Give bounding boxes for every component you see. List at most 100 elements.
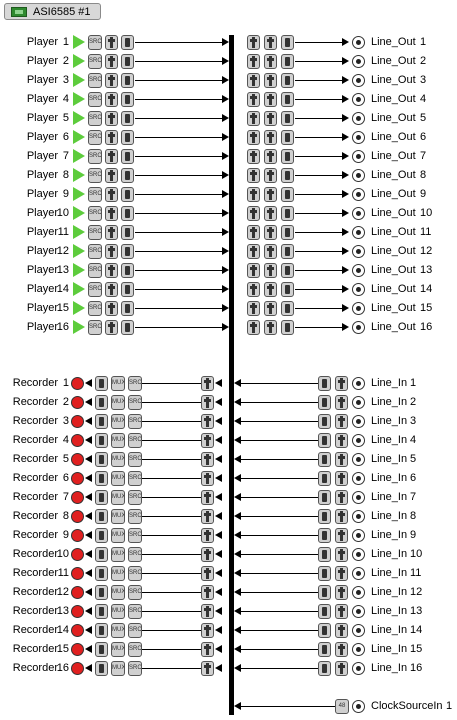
record-button[interactable]: [71, 605, 84, 618]
volume-button[interactable]: [105, 130, 118, 145]
volume-button[interactable]: [105, 244, 118, 259]
input-meter-button[interactable]: [318, 395, 331, 410]
line-out-port-icon[interactable]: [352, 245, 365, 258]
record-button[interactable]: [71, 548, 84, 561]
record-button[interactable]: [71, 529, 84, 542]
play-button[interactable]: [72, 301, 87, 316]
output-level-button[interactable]: [264, 282, 277, 297]
record-volume-button[interactable]: [201, 642, 214, 657]
input-level-button[interactable]: [335, 661, 348, 676]
line-out-port-icon[interactable]: [352, 131, 365, 144]
mux-button[interactable]: MUX: [111, 395, 125, 410]
play-button[interactable]: [72, 282, 87, 297]
meter-button[interactable]: [95, 661, 108, 676]
input-meter-button[interactable]: [318, 471, 331, 486]
src-button[interactable]: SRC: [88, 111, 102, 126]
play-button[interactable]: [72, 111, 87, 126]
src-button[interactable]: SRC: [88, 320, 102, 335]
src-button[interactable]: SRC: [88, 301, 102, 316]
line-in-port-icon[interactable]: [352, 434, 365, 447]
input-level-button[interactable]: [335, 414, 348, 429]
output-volume-button[interactable]: [247, 301, 260, 316]
input-meter-button[interactable]: [318, 414, 331, 429]
input-level-button[interactable]: [335, 433, 348, 448]
line-out-port-icon[interactable]: [352, 188, 365, 201]
meter-button[interactable]: [121, 225, 134, 240]
output-volume-button[interactable]: [247, 149, 260, 164]
line-in-port-icon[interactable]: [352, 567, 365, 580]
src-button[interactable]: SRC: [88, 225, 102, 240]
output-volume-button[interactable]: [247, 320, 260, 335]
record-volume-button[interactable]: [201, 604, 214, 619]
mux-button[interactable]: MUX: [111, 604, 125, 619]
output-meter-button[interactable]: [281, 244, 294, 259]
src-button[interactable]: SRC: [128, 566, 142, 581]
volume-button[interactable]: [105, 111, 118, 126]
output-meter-button[interactable]: [281, 301, 294, 316]
mux-button[interactable]: MUX: [111, 547, 125, 562]
play-button[interactable]: [72, 187, 87, 202]
output-volume-button[interactable]: [247, 73, 260, 88]
meter-button[interactable]: [121, 187, 134, 202]
output-meter-button[interactable]: [281, 149, 294, 164]
volume-button[interactable]: [105, 168, 118, 183]
record-volume-button[interactable]: [201, 395, 214, 410]
input-level-button[interactable]: [335, 509, 348, 524]
play-button[interactable]: [72, 35, 87, 50]
meter-button[interactable]: [121, 149, 134, 164]
meter-button[interactable]: [121, 263, 134, 278]
record-volume-button[interactable]: [201, 452, 214, 467]
input-level-button[interactable]: [335, 395, 348, 410]
input-level-button[interactable]: [335, 585, 348, 600]
input-meter-button[interactable]: [318, 490, 331, 505]
input-meter-button[interactable]: [318, 642, 331, 657]
meter-button[interactable]: [95, 471, 108, 486]
line-in-port-icon[interactable]: [352, 548, 365, 561]
line-in-port-icon[interactable]: [352, 662, 365, 675]
output-meter-button[interactable]: [281, 168, 294, 183]
mux-button[interactable]: MUX: [111, 414, 125, 429]
meter-button[interactable]: [121, 73, 134, 88]
output-meter-button[interactable]: [281, 111, 294, 126]
line-in-port-icon[interactable]: [352, 396, 365, 409]
mux-button[interactable]: MUX: [111, 490, 125, 505]
play-button[interactable]: [72, 168, 87, 183]
line-out-port-icon[interactable]: [352, 150, 365, 163]
output-meter-button[interactable]: [281, 35, 294, 50]
input-level-button[interactable]: [335, 376, 348, 391]
play-button[interactable]: [72, 73, 87, 88]
mux-button[interactable]: MUX: [111, 566, 125, 581]
meter-button[interactable]: [121, 168, 134, 183]
src-button[interactable]: SRC: [128, 376, 142, 391]
line-out-port-icon[interactable]: [352, 112, 365, 125]
record-volume-button[interactable]: [201, 490, 214, 505]
meter-button[interactable]: [121, 301, 134, 316]
output-meter-button[interactable]: [281, 225, 294, 240]
output-level-button[interactable]: [264, 206, 277, 221]
line-in-port-icon[interactable]: [352, 529, 365, 542]
output-meter-button[interactable]: [281, 263, 294, 278]
src-button[interactable]: SRC: [128, 395, 142, 410]
volume-button[interactable]: [105, 35, 118, 50]
meter-button[interactable]: [121, 92, 134, 107]
input-level-button[interactable]: [335, 528, 348, 543]
src-button[interactable]: SRC: [88, 130, 102, 145]
line-in-port-icon[interactable]: [352, 453, 365, 466]
mux-button[interactable]: MUX: [111, 661, 125, 676]
input-meter-button[interactable]: [318, 509, 331, 524]
volume-button[interactable]: [105, 282, 118, 297]
record-volume-button[interactable]: [201, 585, 214, 600]
meter-button[interactable]: [121, 244, 134, 259]
src-button[interactable]: SRC: [88, 54, 102, 69]
input-meter-button[interactable]: [318, 604, 331, 619]
output-volume-button[interactable]: [247, 206, 260, 221]
output-level-button[interactable]: [264, 263, 277, 278]
output-meter-button[interactable]: [281, 54, 294, 69]
src-button[interactable]: SRC: [128, 528, 142, 543]
src-button[interactable]: SRC: [128, 414, 142, 429]
play-button[interactable]: [72, 244, 87, 259]
input-meter-button[interactable]: [318, 661, 331, 676]
input-level-button[interactable]: [335, 452, 348, 467]
output-meter-button[interactable]: [281, 206, 294, 221]
output-volume-button[interactable]: [247, 168, 260, 183]
